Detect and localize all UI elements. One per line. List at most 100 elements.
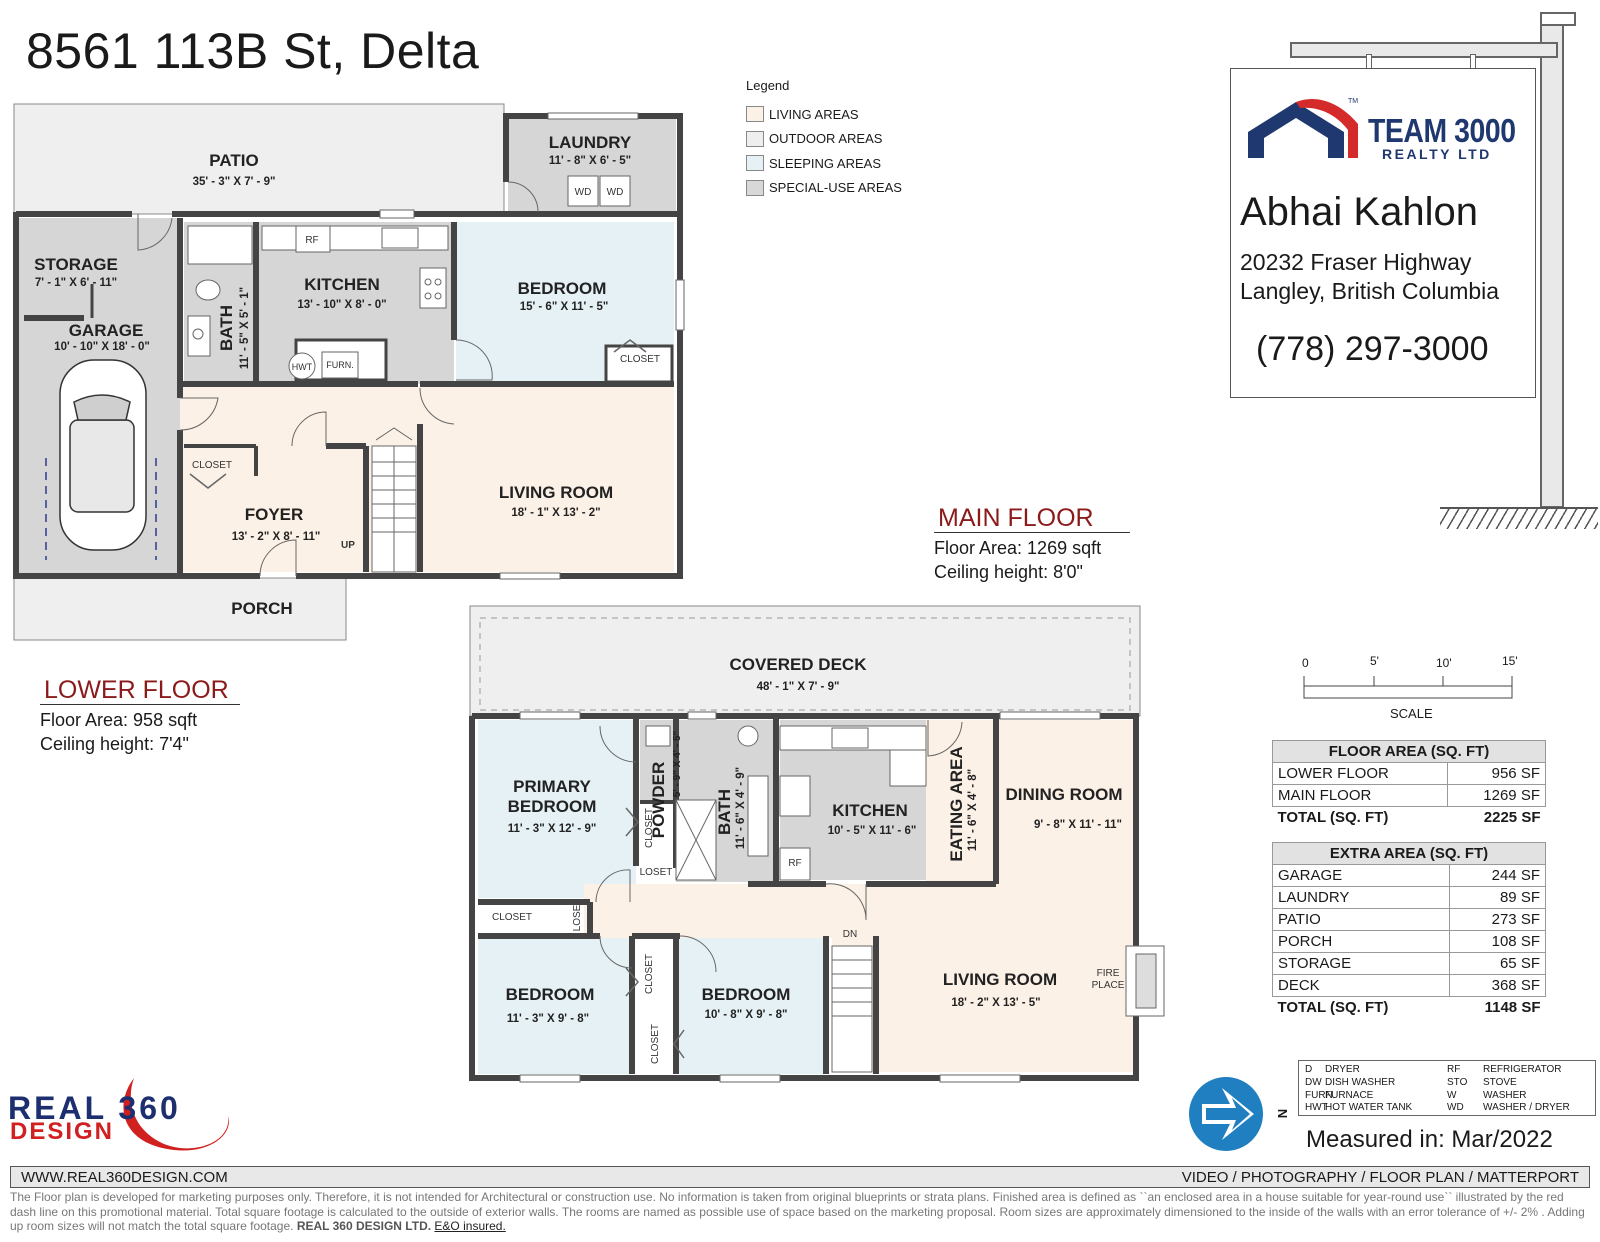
main-dn-label: DN [843,929,857,940]
abbr-code: STO [1447,1076,1468,1088]
disclaimer-text: The Floor plan is developed for marketin… [10,1190,1585,1234]
measured-label: Measured in: [1306,1126,1445,1153]
lower-floor-plan: PATIO LAUNDRY STORAGE GARAGE KITCHEN BED… [13,103,685,641]
room-bedroom3-name: BEDROOM [702,985,791,1004]
room-lower-bedroom-dims: 15' - 6" X 11' - 5" [520,301,609,313]
lower-floor-ceiling: Ceiling height: 7'4" [40,734,189,754]
compass-north-label: N [1275,1108,1291,1119]
room-foyer-dims: 13' - 2" X 8' - 11" [232,531,321,543]
room-patio-dims: 35' - 3" X 7' - 9" [193,176,276,188]
room-lower-bedroom-name: BEDROOM [518,279,607,298]
main-stairs [831,945,873,1073]
abbreviation-row: HWT HOT WATER TANK WD WASHER / DRYER [1305,1102,1589,1115]
scale-label: SCALE [1390,706,1433,721]
legend-label: OUTDOOR AREAS [769,131,883,147]
room-primary-name-1: PRIMARY [513,777,591,796]
extra-area-value: 244 SF [1448,864,1547,887]
measured-in: Measured in: Mar/2022 [1306,1126,1553,1154]
room-powder-dims: 5' - 9" X 4' - 5" [672,730,683,797]
main-floor-area: Floor Area: 1269 sqft [934,538,1102,558]
extra-area-label: LAUNDRY [1272,886,1450,909]
lower-stairs [371,427,417,573]
abbr-meaning: DRYER [1325,1064,1360,1075]
abbreviation-row: DW DISH WASHER STO STOVE [1305,1077,1589,1090]
table-total-row: TOTAL (SQ. FT) 1148 SF [1272,996,1546,1019]
main-living-area [832,938,1132,1072]
room-primary-dims: 11' - 3" X 12' - 9" [508,823,597,835]
extra-area-total-value: 1148 SF [1449,996,1546,1019]
extra-area-label: GARAGE [1272,864,1450,887]
legend-swatch [746,179,764,196]
lower-hwt-label: HWT [292,362,313,372]
floor-area-total-value: 2225 SF [1447,806,1546,829]
table-total-row: TOTAL (SQ. FT) 2225 SF [1272,806,1546,829]
room-lower-bath-dims: 11' - 5" X 5' - 1" [239,287,251,369]
extra-area-label: PORCH [1272,930,1450,953]
sign-arm [1290,42,1558,58]
table-row: LOWER FLOOR 956 SF [1271,762,1546,785]
footer-bar: WWW.REAL360DESIGN.COM VIDEO / PHOTOGRAPH… [10,1166,1590,1188]
abbr-meaning: DISH WASHER [1325,1076,1396,1088]
footer-website[interactable]: WWW.REAL360DESIGN.COM [21,1168,228,1186]
room-bedroom2-name: BEDROOM [506,985,595,1004]
abbreviation-row: FURN. FURNACE W WASHER [1305,1090,1589,1103]
room-deck-name: COVERED DECK [730,655,868,674]
main-floor-ceiling: Ceiling height: 8'0" [934,562,1083,582]
abbr-code: RF [1447,1064,1461,1075]
agent-phone: (778) 297-3000 [1256,330,1489,368]
scale-tick-5: 5' [1370,654,1379,668]
main-closet-label: CLOSET [644,808,655,848]
extra-area-label: PATIO [1272,908,1450,931]
room-main-bath-dims: 11' - 6" X 4' - 9" [735,767,747,849]
main-closet-cut-label: LOSET [640,867,673,878]
main-floor-underline [934,532,1130,533]
disclaimer-eo: E&O insured. [434,1219,506,1234]
disclaimer: The Floor plan is developed for marketin… [10,1190,1592,1234]
room-primary-name-2: BEDROOM [508,797,597,816]
sign-ground [1440,507,1598,529]
primary-bedroom-area [478,720,636,898]
extra-area-value: 108 SF [1448,930,1547,953]
abbreviations-key: D DRYER RF REFRIGERATOR DW DISH WASHER S… [1298,1060,1596,1116]
lower-floor-info: Floor Area: 958 sqft Ceiling height: 7'4… [40,708,197,756]
room-garage-name: GARAGE [69,321,144,340]
property-address: 8561 113B St, Delta [26,23,480,79]
hall-area [584,884,1132,938]
abbr-meaning: REFRIGERATOR [1483,1064,1562,1075]
lower-floor-underline [40,704,240,705]
disclaimer-company: REAL 360 DESIGN LTD. [296,1219,432,1234]
real360-brand-real: REAL [8,1090,107,1126]
main-closet-cut2-label: LOSE [572,904,583,931]
main-closet-label: CLOSET [644,954,655,994]
room-main-kitchen-name: KITCHEN [832,801,908,820]
brand-name: TEAM 3000 [1368,112,1516,149]
abbr-meaning: FURNACE [1325,1089,1374,1101]
real360-brand-design: DESIGN [10,1118,115,1145]
lower-floor-area: Floor Area: 958 sqft [40,710,198,730]
abbr-meaning: HOT WATER TANK [1325,1102,1413,1114]
lower-living-area [420,384,674,572]
patio-area [13,103,505,215]
room-laundry-name: LAUNDRY [549,133,632,152]
room-bedroom2-dims: 11' - 3" X 9' - 8" [507,1013,589,1025]
abbr-code: DW [1305,1076,1322,1088]
abbreviation-row: D DRYER RF REFRIGERATOR [1305,1064,1589,1077]
brand-trademark: TM [1348,98,1359,105]
legend-label: SLEEPING AREAS [769,155,881,171]
car-icon [45,359,157,560]
main-rf-label: RF [788,858,801,869]
room-lower-living-name: LIVING ROOM [499,483,613,502]
lower-floor-title: LOWER FLOOR [44,676,229,704]
room-porch-name: PORCH [231,599,292,618]
fireplace-label-1: FIRE [1097,968,1120,979]
brand-subtitle: REALTY LTD [1382,146,1492,162]
abbr-meaning: WASHER [1483,1089,1527,1101]
footer-services: VIDEO / PHOTOGRAPHY / FLOOR PLAN / MATTE… [1181,1168,1579,1186]
room-storage-dims: 7' - 1" X 6' - 11" [35,277,117,289]
legend-swatch [746,106,764,123]
sign-post-cap [1540,12,1576,26]
